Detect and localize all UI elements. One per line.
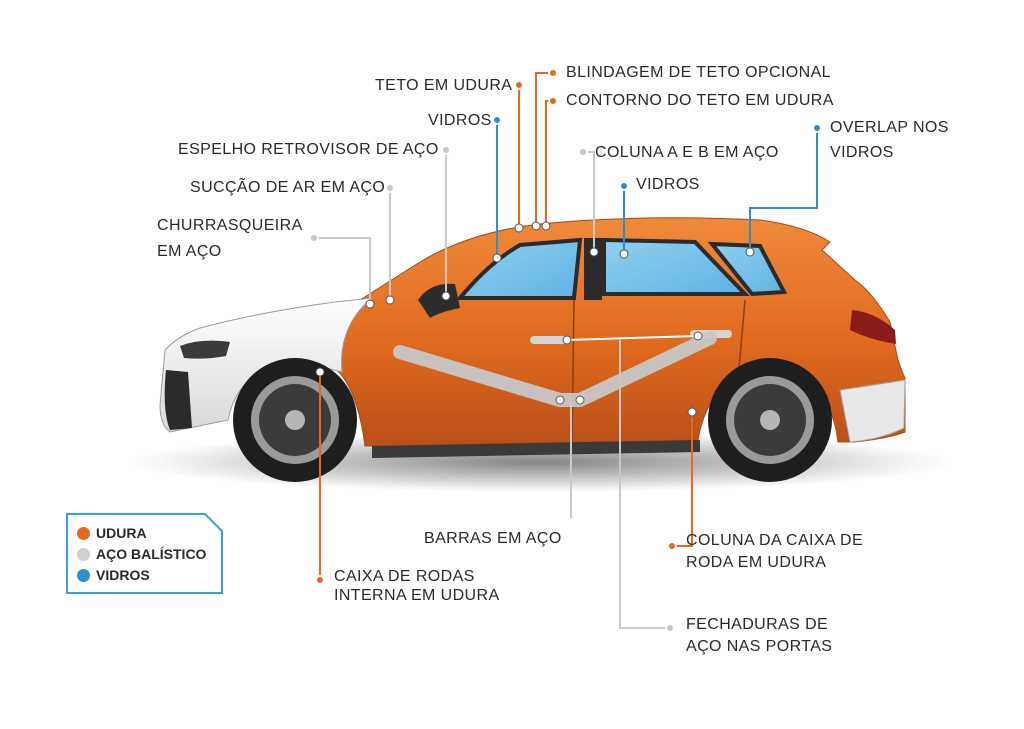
leader-blindagem	[535, 72, 553, 226]
end-coluna-ab	[589, 247, 599, 257]
label-coluna-caixa-1: COLUNA DA CAIXA DE	[686, 532, 864, 549]
car-front-white	[159, 297, 374, 433]
quarter-window	[707, 241, 788, 297]
legend-item-aco: AÇO BALÍSTICO	[77, 544, 206, 564]
label-blindagem: BLINDAGEM DE TETO OPCIONAL	[566, 64, 831, 81]
dot-vidros-rear	[619, 181, 629, 191]
legend-label-aco: AÇO BALÍSTICO	[96, 546, 207, 562]
leader-fechaduras	[619, 340, 670, 629]
dot-succao	[385, 183, 395, 193]
label-vidros-front: VIDROS	[428, 112, 492, 129]
dot-overlap	[812, 123, 822, 133]
legend-dot-aco	[77, 548, 90, 561]
label-contorno: CONTORNO DO TETO EM UDURA	[566, 92, 834, 109]
dot-coluna-ab	[578, 147, 588, 157]
end-vidros-rear	[619, 249, 629, 259]
rear-wheel	[708, 358, 832, 482]
dot-contorno	[548, 96, 558, 106]
leader-contorno	[545, 100, 553, 226]
tail-light	[850, 310, 896, 344]
end-barras-1	[555, 395, 565, 405]
end-vidros-front	[492, 253, 502, 263]
label-succao: SUCÇÃO DE AR EM AÇO	[190, 179, 386, 196]
end-succao	[385, 295, 395, 305]
end-coluna-caixa	[687, 407, 697, 417]
dot-teto	[514, 80, 524, 90]
label-barras: BARRAS EM AÇO	[424, 530, 562, 547]
legend-frame	[66, 513, 223, 594]
label-coluna-ab: COLUNA A E B EM AÇO	[595, 144, 779, 161]
legend: UDURA AÇO BALÍSTICO VIDROS	[67, 514, 222, 593]
door-line-front	[571, 299, 575, 443]
front-wheel	[233, 358, 357, 482]
side-mirror	[418, 283, 460, 318]
rear-bumper	[839, 379, 906, 443]
end-churrasqueira	[365, 299, 375, 309]
steel-bars	[393, 331, 717, 407]
end-blindagem	[531, 221, 541, 231]
end-barras-2	[575, 395, 585, 405]
label-overlap-1: OVERLAP NOS	[830, 119, 949, 136]
label-coluna-caixa-2: RODA EM UDURA	[686, 554, 827, 571]
label-caixa-rodas-1: CAIXA DE RODAS	[334, 568, 475, 585]
label-vidros-rear: VIDROS	[636, 176, 700, 193]
label-overlap-2: VIDROS	[830, 144, 894, 161]
label-fechaduras-1: FECHADURAS DE	[686, 616, 829, 633]
side-sill	[372, 440, 700, 458]
legend-label-udura: UDURA	[96, 525, 147, 541]
end-teto	[514, 223, 524, 233]
dot-churrasqueira	[309, 233, 319, 243]
leader-overlap	[749, 128, 818, 252]
dot-blindagem	[548, 68, 558, 78]
end-contorno	[541, 221, 551, 231]
label-teto: TETO EM UDURA	[375, 77, 513, 94]
end-handle-front	[562, 335, 572, 345]
legend-item-vidros: VIDROS	[77, 565, 150, 585]
headlight	[180, 340, 230, 359]
label-espelho: ESPELHO RETROVISOR DE AÇO	[178, 141, 439, 158]
legend-item-udura: UDURA	[77, 523, 147, 543]
end-caixa-rodas	[315, 367, 325, 377]
label-churrasqueira-1: CHURRASQUEIRA	[157, 217, 303, 234]
leader-coluna-caixa	[672, 412, 693, 547]
front-grille	[164, 370, 192, 430]
dot-espelho	[441, 145, 451, 155]
end-espelho	[441, 291, 451, 301]
dot-fechaduras	[665, 623, 675, 633]
legend-dot-vidros	[77, 569, 90, 582]
end-overlap	[745, 247, 755, 257]
rear-door-window	[602, 237, 750, 296]
leader-handle-link	[566, 335, 699, 341]
label-caixa-rodas-2: INTERNA EM UDURA	[334, 587, 500, 604]
label-fechaduras-2: AÇO NAS PORTAS	[686, 638, 833, 655]
label-churrasqueira-2: EM AÇO	[157, 243, 222, 260]
end-handle-rear	[693, 331, 703, 341]
legend-label-vidros: VIDROS	[96, 567, 150, 583]
dot-caixa-rodas	[315, 575, 325, 585]
legend-dot-udura	[77, 527, 90, 540]
leader-churrasqueira	[314, 237, 371, 304]
door-handle-front	[530, 336, 570, 344]
dot-coluna-caixa	[667, 541, 677, 551]
dot-vidros-front	[492, 115, 502, 125]
